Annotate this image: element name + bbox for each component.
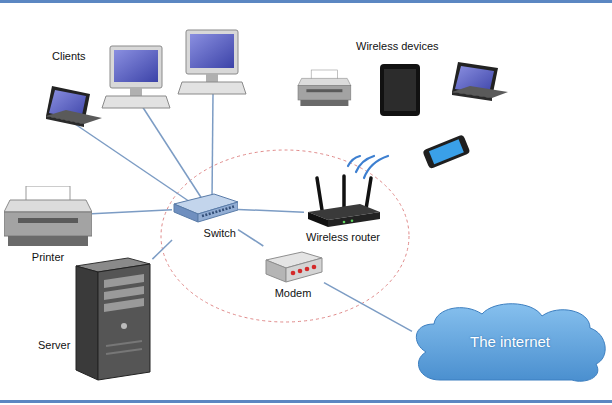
group-label: Clients	[52, 50, 86, 63]
client-laptop	[46, 86, 102, 127]
router-node: Wireless router	[304, 174, 382, 244]
client-wire	[212, 94, 213, 200]
modem-icon	[262, 246, 324, 284]
wifi-waves	[356, 156, 374, 172]
tablet	[380, 64, 420, 116]
modem-node: Modem	[262, 246, 324, 300]
network-cable	[238, 230, 263, 246]
node-label: Modem	[273, 287, 314, 300]
node-label: Server	[38, 339, 70, 352]
client-desktop	[178, 30, 246, 94]
phone	[422, 134, 470, 169]
router-icon	[304, 174, 382, 228]
tablet	[380, 64, 420, 116]
printer-icon	[4, 186, 92, 248]
server-node: Server	[38, 256, 152, 382]
network-cable	[324, 283, 412, 332]
wireless-laptop	[452, 92, 492, 101]
client-wire	[142, 106, 204, 202]
client-desktop	[186, 30, 238, 74]
network-cable	[152, 240, 172, 259]
bottom-bar	[0, 400, 612, 403]
server-icon	[72, 256, 152, 382]
network-cable	[92, 210, 172, 214]
wifi-waves	[364, 156, 388, 178]
client-desktop	[110, 46, 162, 88]
top-bar	[0, 0, 612, 3]
client-desktop	[102, 46, 170, 108]
switch-icon	[174, 194, 238, 222]
wireless-laptop	[452, 62, 508, 101]
client-desktop	[102, 96, 170, 108]
client-desktop	[114, 50, 158, 82]
group-label: Wireless devices	[356, 40, 439, 53]
switch-node: Switch	[172, 192, 238, 240]
client-desktop	[190, 34, 234, 68]
network-cable	[238, 209, 304, 212]
node-label: The internet	[470, 333, 550, 351]
router-icon	[308, 176, 380, 227]
wifi-waves	[348, 156, 388, 178]
client-laptop	[46, 116, 84, 127]
cloud-outline	[416, 304, 605, 381]
client-desktop	[130, 88, 142, 96]
client-wire	[72, 94, 213, 206]
wifi-waves	[348, 156, 360, 166]
phone	[422, 134, 470, 169]
node-label: Wireless router	[304, 231, 382, 244]
switch-icon	[172, 192, 238, 224]
client-wire	[72, 122, 196, 206]
phone	[429, 139, 464, 164]
client-desktop	[206, 74, 218, 82]
client-desktop	[178, 82, 246, 94]
printer-node: Printer	[4, 186, 92, 264]
wireless-printer	[298, 70, 351, 106]
node-label: Switch	[202, 227, 238, 240]
node-label: Printer	[30, 251, 66, 264]
core-boundary	[161, 150, 409, 322]
printer-icon	[4, 186, 92, 246]
server-icon	[76, 258, 150, 380]
modem-icon	[266, 252, 322, 282]
cloud-node: The internet	[412, 300, 608, 384]
tablet	[384, 69, 416, 111]
